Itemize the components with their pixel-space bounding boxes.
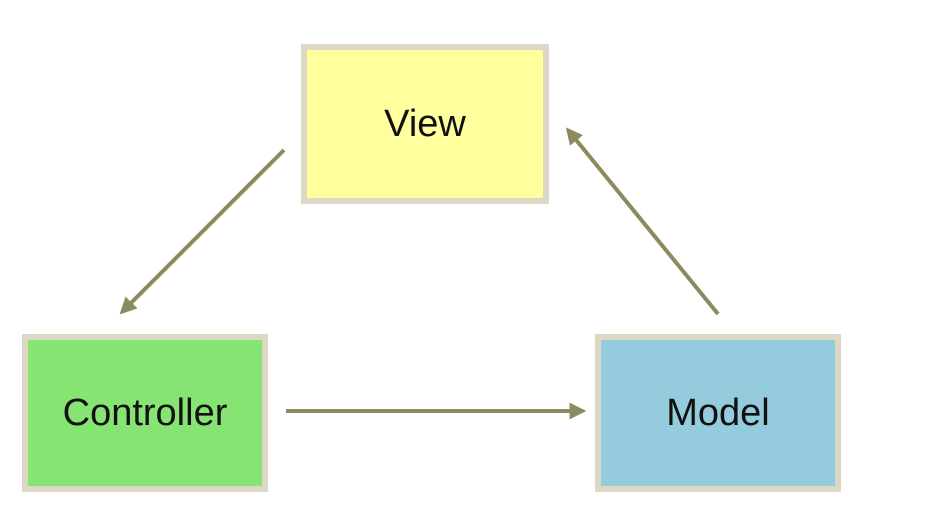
arrow-view-to-controller (119, 148, 286, 315)
controller-box: Controller (22, 334, 268, 492)
model-label: Model (666, 391, 770, 434)
arrow-model-to-view (565, 127, 720, 316)
model-box: Model (595, 334, 841, 492)
view-box: View (301, 44, 549, 204)
controller-label: Controller (62, 391, 228, 434)
view-label: View (384, 102, 466, 145)
